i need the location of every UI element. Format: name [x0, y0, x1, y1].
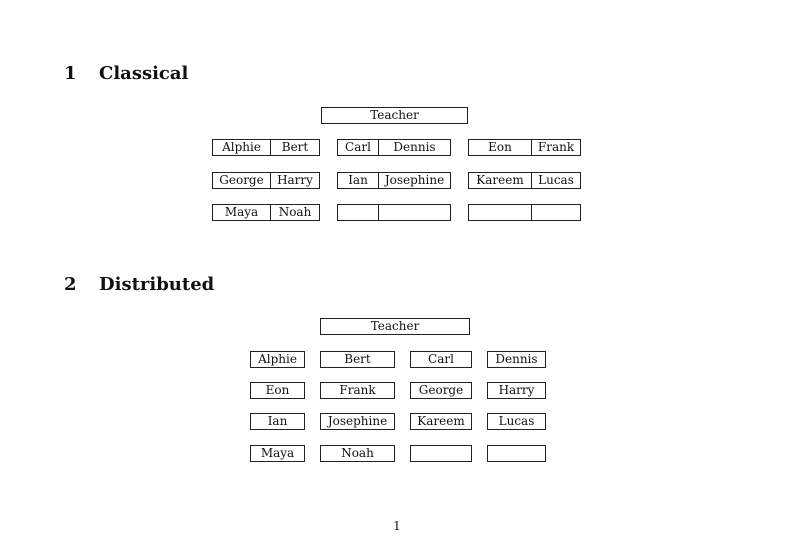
- desk-pair: Maya Noah: [212, 204, 320, 221]
- seat-cell-empty: [338, 205, 379, 220]
- section-number: 2: [64, 274, 77, 295]
- desk-pair: Carl Dennis: [337, 139, 451, 156]
- seat-cell: Dennis: [393, 140, 436, 154]
- desk-box: Maya: [250, 445, 305, 462]
- desk-box: Dennis: [487, 351, 546, 368]
- desk-pair-empty: [337, 204, 451, 221]
- desk-box: Carl: [410, 351, 472, 368]
- seat-cell: Harry: [277, 173, 313, 187]
- desk-box: Frank: [320, 382, 395, 399]
- teacher-label: Teacher: [370, 108, 419, 122]
- desk-box: Bert: [320, 351, 395, 368]
- teacher-box: Teacher: [320, 318, 470, 335]
- seat-cell: Noah: [278, 205, 312, 219]
- desk-pair: George Harry: [212, 172, 320, 189]
- desk-pair: Eon Frank: [468, 139, 581, 156]
- desk-pair: Kareem Lucas: [468, 172, 581, 189]
- desk-box-empty: [410, 445, 472, 462]
- desk-box: Josephine: [320, 413, 395, 430]
- page-number: 1: [393, 519, 401, 533]
- desk-box: George: [410, 382, 472, 399]
- desk-box: Eon: [250, 382, 305, 399]
- desk-pair-empty: [468, 204, 581, 221]
- seat-cell: Ian: [338, 173, 379, 188]
- desk-box: Ian: [250, 413, 305, 430]
- desk-box: Noah: [320, 445, 395, 462]
- desk-box: Lucas: [487, 413, 546, 430]
- seat-cell: Josephine: [384, 173, 445, 187]
- seat-cell: Eon: [469, 140, 532, 155]
- teacher-box: Teacher: [321, 107, 468, 124]
- seat-cell-empty: [469, 205, 532, 220]
- section-heading-classical: 1 Classical: [64, 64, 188, 83]
- seat-cell-empty: [379, 205, 450, 220]
- teacher-label: Teacher: [370, 319, 420, 333]
- seat-cell: Carl: [338, 140, 379, 155]
- section-title: Classical: [99, 63, 189, 84]
- desk-box: Harry: [487, 382, 546, 399]
- seat-cell: Lucas: [538, 173, 574, 187]
- seat-cell: Maya: [213, 205, 271, 220]
- desk-box: Kareem: [410, 413, 472, 430]
- desk-pair: Ian Josephine: [337, 172, 451, 189]
- section-number: 1: [64, 63, 77, 84]
- section-heading-distributed: 2 Distributed: [64, 275, 214, 294]
- seat-cell: Frank: [537, 140, 575, 154]
- desk-pair: Alphie Bert: [212, 139, 320, 156]
- seat-cell: Alphie: [213, 140, 271, 155]
- seat-cell-empty: [532, 205, 580, 220]
- seat-cell: Kareem: [469, 173, 532, 188]
- desk-box: Alphie: [250, 351, 305, 368]
- seat-cell: Bert: [281, 140, 309, 154]
- desk-box-empty: [487, 445, 546, 462]
- seat-cell: George: [213, 173, 271, 188]
- section-title: Distributed: [99, 274, 215, 295]
